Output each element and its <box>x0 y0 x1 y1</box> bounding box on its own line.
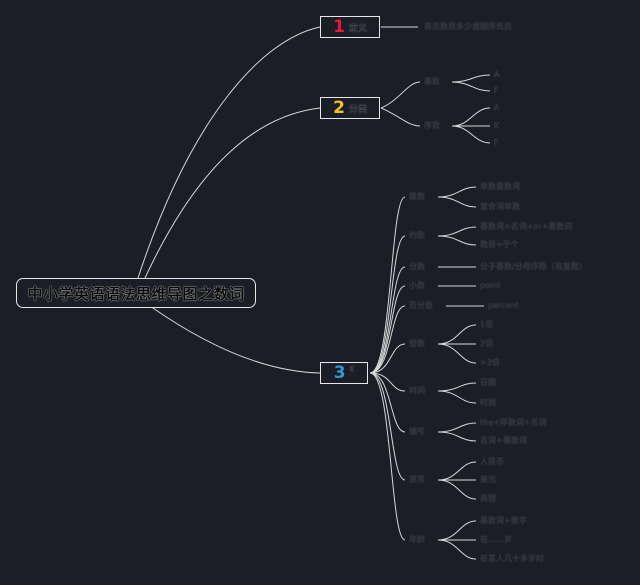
definition-text: 表示数目多少或顺序先后 <box>424 22 512 31</box>
section-2-node[interactable]: 2 分类 <box>320 97 380 119</box>
usage-group-label: 货币 <box>409 475 425 484</box>
usage-item: the+序数词+名词 <box>480 418 547 427</box>
section-2-label: 分类 <box>348 104 367 115</box>
usage-group-label: 倍数 <box>409 339 425 348</box>
usage-item: 英镑 <box>480 494 496 503</box>
section-2-number: 2 <box>333 97 345 118</box>
class-group-label: 基数 <box>424 77 440 86</box>
usage-item: percent <box>488 301 519 310</box>
usage-group-label: 约数 <box>409 231 425 240</box>
section-3-number: 3 <box>333 362 346 383</box>
usage-item: 在……岁 <box>480 535 512 544</box>
class-item: F <box>494 86 499 95</box>
usage-group-label: 分数 <box>409 262 425 271</box>
usage-item: 基数词+名词+or+基数词 <box>480 222 573 231</box>
usage-group-label: 整数 <box>409 192 425 201</box>
root-title: 中小学英语语法思维导图之数词 <box>27 284 245 303</box>
usage-group-label: 小数 <box>409 281 425 290</box>
usage-item: 分子基数/分母序数（有复数） <box>480 262 587 271</box>
usage-item: 2倍 <box>480 339 494 348</box>
usage-item: 日期 <box>480 378 496 387</box>
usage-group-label: 年龄 <box>409 535 425 544</box>
section-3-label: K <box>349 365 355 373</box>
usage-item: point <box>480 281 501 290</box>
usage-item: 人民币 <box>480 457 504 466</box>
section-1-node[interactable]: 1 定义 <box>320 16 380 38</box>
class-item: A <box>494 70 500 79</box>
usage-item: 名词+基数词 <box>480 436 527 445</box>
root-node[interactable]: 中小学英语语法思维导图之数词 <box>16 278 256 308</box>
usage-item: >3倍 <box>480 358 500 367</box>
section-3-node[interactable]: 3 K <box>320 362 368 384</box>
usage-group-label: 时间 <box>409 386 425 395</box>
usage-item: 单数量数词 <box>480 182 520 191</box>
section-1-label: 定义 <box>348 23 367 34</box>
usage-group-label: 编号 <box>409 427 425 436</box>
usage-item: 基数词+数字 <box>480 516 527 525</box>
section-1-number: 1 <box>333 16 345 37</box>
usage-item: 数目+于个 <box>480 240 519 249</box>
usage-item: 时刻 <box>480 398 496 407</box>
usage-item: 复合词单数 <box>480 202 520 211</box>
class-item: A <box>494 103 500 112</box>
usage-group-label: 百分数 <box>409 301 433 310</box>
usage-item: 在某人几十多岁时 <box>480 554 544 563</box>
class-item: K <box>494 121 500 130</box>
usage-item: 1倍 <box>480 320 494 329</box>
usage-item: 美元 <box>480 475 496 484</box>
class-item: F <box>494 138 499 147</box>
class-group-label: 序数 <box>424 121 440 130</box>
